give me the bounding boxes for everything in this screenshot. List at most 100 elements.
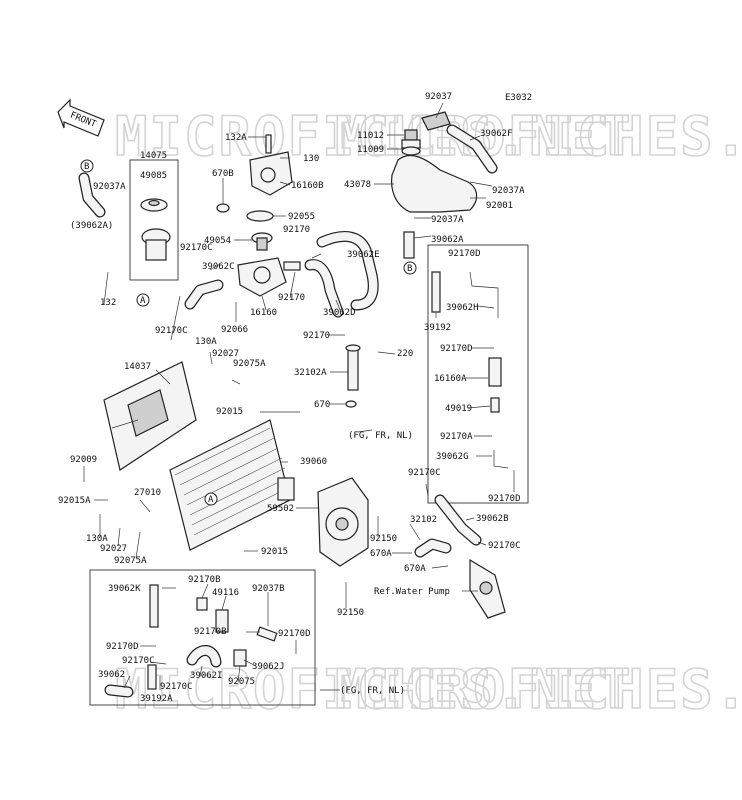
label-14075: 14075 — [140, 151, 167, 161]
label-92037: 92037 — [425, 92, 452, 102]
filler-neck — [141, 228, 171, 261]
label-39062d: 39062D — [323, 308, 356, 318]
label-39062a-2: 39062A — [431, 235, 464, 245]
label-92170d-1: 92170D — [448, 249, 481, 259]
pipe-39192 — [431, 271, 441, 313]
label-92015-1: 92015 — [216, 407, 243, 417]
label-670a-1: 670A — [370, 549, 392, 559]
label-92170b-1: 92170B — [188, 575, 221, 585]
label-130a-2: 130A — [86, 534, 108, 544]
hose-39062d — [304, 259, 344, 318]
label-92170a: 92170A — [440, 432, 473, 442]
label-14037: 14037 — [124, 362, 151, 372]
marker-b-2: B — [403, 261, 417, 275]
hose-39062g — [493, 450, 509, 469]
leader-lines — [83, 102, 515, 691]
label-92075a-1: 92075A — [233, 359, 266, 369]
label-92001: 92001 — [486, 201, 513, 211]
hose-39062b — [434, 494, 482, 546]
label-ref-water-pump: Ref.Water Pump — [374, 587, 450, 597]
label-39062a-1: (39062A) — [70, 221, 113, 231]
hose-39062h — [469, 271, 499, 318]
svg-text:B: B — [84, 162, 89, 172]
pipe-39192a — [147, 664, 157, 690]
label-92170d-5: 92170D — [106, 642, 139, 652]
label-92170c-6: 92170C — [160, 682, 193, 692]
label-49116: 49116 — [212, 588, 239, 598]
thermostat-49054 — [251, 232, 273, 251]
label-39062g: 39062G — [436, 452, 469, 462]
marker-b-1: B — [80, 159, 94, 173]
label-130a-1: 130A — [195, 337, 217, 347]
clamp-92170b — [196, 597, 208, 611]
label-670b: 670B — [212, 169, 234, 179]
label-220: 220 — [397, 349, 413, 359]
label-49085: 49085 — [140, 171, 167, 181]
label-39062f: 39062F — [480, 129, 513, 139]
label-16160a: 16160A — [434, 374, 467, 384]
label-16160b: 16160B — [291, 181, 324, 191]
label-92027-2: 92027 — [100, 544, 127, 554]
o-ring-92055 — [246, 210, 274, 222]
watermark-top: MICROFICHES.NET — [115, 105, 633, 168]
label-92075a-2: 92075A — [114, 556, 147, 566]
svg-text:A: A — [140, 296, 146, 306]
front-arrow-icon: FRONT — [57, 98, 105, 137]
label-16160: 16160 — [250, 308, 277, 318]
label-92037a-2: 92037A — [492, 186, 525, 196]
label-92066: 92066 — [221, 325, 248, 335]
label-39062j: 39062J — [252, 662, 285, 672]
radiator-cap-49085 — [140, 198, 168, 212]
hose-39062c — [184, 279, 224, 310]
label-92150-1: 92150 — [370, 534, 397, 544]
label-132a: 132A — [225, 133, 247, 143]
label-92055: 92055 — [288, 212, 315, 222]
marker-a-1: A — [136, 293, 150, 307]
reservoir-tank — [390, 129, 478, 213]
label-fgfrnl-1: (FG, FR, NL) — [348, 431, 413, 441]
label-92170-2: 92170 — [278, 293, 305, 303]
tank-bracket-92037 — [421, 111, 451, 131]
svg-text:B: B — [407, 264, 412, 274]
thermostat-housing-16160b — [249, 134, 293, 196]
pipe-39062k — [149, 584, 159, 628]
bushing-92075 — [233, 649, 247, 667]
label-39062i: 39062I — [190, 671, 223, 681]
label-92037b: 92037B — [252, 584, 285, 594]
label-92015-2: 92015 — [261, 547, 288, 557]
radiator-shroud-14037 — [103, 361, 197, 471]
label-670: 670 — [314, 400, 330, 410]
pipe-92037b — [256, 626, 278, 642]
watermark-bottom: MICROFICHES.NET — [115, 658, 633, 721]
hose-39062f — [446, 124, 498, 174]
label-11012: 11012 — [357, 131, 384, 141]
marker-a-2: A — [204, 492, 218, 506]
label-92009: 92009 — [70, 455, 97, 465]
label-92037a-1: 92037A — [93, 182, 126, 192]
label-39062h: 39062H — [446, 303, 479, 313]
water-pump-cover-ref — [469, 558, 506, 619]
label-49019: 49019 — [445, 404, 472, 414]
water-pump-59502 — [317, 477, 369, 567]
label-92170c-2: 92170C — [155, 326, 188, 336]
label-670a-2: 670A — [404, 564, 426, 574]
box-14075 — [129, 159, 179, 281]
fitting-49019 — [490, 397, 500, 413]
label-39192a: 39192A — [140, 694, 173, 704]
label-92170d-4: 92170D — [278, 629, 311, 639]
hose-39062 — [104, 684, 134, 698]
watermark-top-right: MICROFICHES.NET — [335, 105, 742, 168]
label-39062c: 39062C — [202, 262, 235, 272]
label-49054: 49054 — [204, 236, 231, 246]
label-92170c-5: 92170C — [122, 656, 155, 666]
label-92075: 92075 — [228, 677, 255, 687]
radiator-39060 — [169, 419, 295, 551]
label-39062b: 39062B — [476, 514, 509, 524]
label-39062: 39062 — [98, 670, 125, 680]
label-92170-3: 92170 — [303, 331, 330, 341]
label-59502: 59502 — [267, 504, 294, 514]
box-fg-fr-nl-bottom — [89, 569, 316, 706]
label-11009: 11009 — [357, 145, 384, 155]
label-92170c-3: 92170C — [408, 468, 441, 478]
